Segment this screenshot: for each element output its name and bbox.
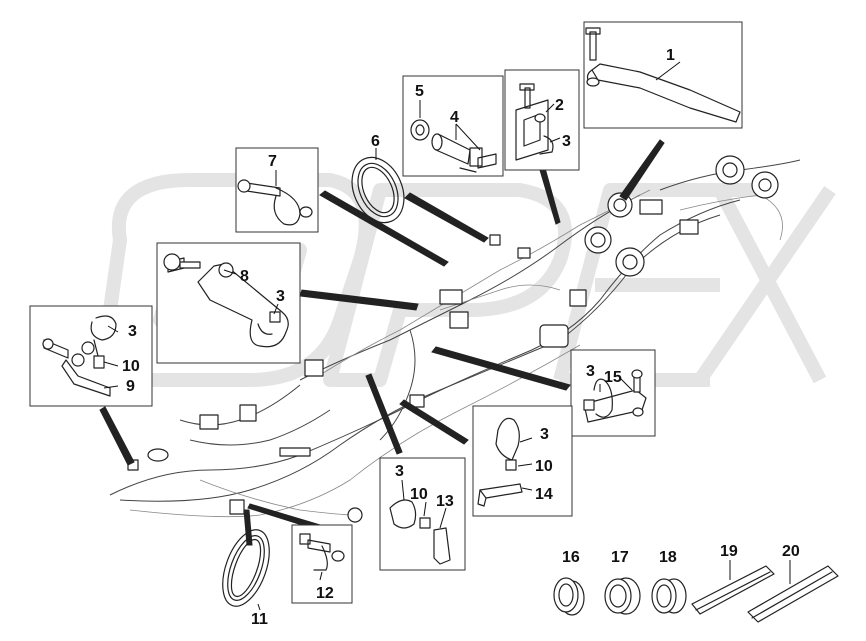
- callout-9: 9: [126, 378, 135, 395]
- callout-3: 3: [395, 463, 404, 480]
- callout-5: 5: [415, 83, 424, 100]
- callout-11: 11: [251, 611, 268, 628]
- callout-12: 12: [316, 585, 334, 602]
- callout-18: 18: [659, 549, 677, 566]
- callout-20: 20: [782, 543, 800, 560]
- detail-box-part-7: [235, 147, 319, 233]
- callout-14: 14: [535, 486, 553, 503]
- callout-labels: 1 2 3 4 5 6 7 8 3 3 10 9 3 15 3 10 14 3 …: [122, 47, 800, 628]
- edge-trim-part-19: [691, 560, 775, 615]
- callout-7: 7: [268, 153, 277, 170]
- callout-3: 3: [562, 133, 571, 150]
- bushing-part-16: [553, 577, 585, 616]
- callout-10: 10: [410, 486, 428, 503]
- pointer-wedges: [99, 139, 665, 546]
- callout-2: 2: [555, 97, 564, 114]
- callout-4: 4: [450, 109, 459, 126]
- callout-13: 13: [436, 493, 454, 510]
- grommet-ring-part-6: [351, 148, 405, 224]
- detail-box-part-1: [583, 21, 743, 129]
- callout-3: 3: [276, 288, 285, 305]
- valve-cluster: [127, 155, 779, 523]
- detail-box-part-12: [291, 524, 353, 604]
- callout-10: 10: [535, 458, 553, 475]
- callout-15: 15: [604, 369, 622, 386]
- edge-trim-part-20: [747, 560, 839, 623]
- detail-box-part-8: [156, 242, 301, 364]
- callout-3: 3: [540, 426, 549, 443]
- callout-1: 1: [666, 47, 675, 64]
- callout-17: 17: [611, 549, 629, 566]
- detail-box-part-9: [29, 305, 153, 407]
- callout-19: 19: [720, 543, 738, 560]
- bushing-part-18: [651, 578, 687, 614]
- callout-3: 3: [586, 363, 595, 380]
- detail-box-part-15: [570, 349, 656, 437]
- callout-8: 8: [240, 268, 249, 285]
- bushing-part-17: [604, 577, 641, 615]
- callout-3: 3: [128, 323, 137, 340]
- detail-box-part-14: [472, 405, 573, 517]
- detail-box-part-2: [504, 69, 580, 171]
- grommet-ring-part-11: [222, 529, 270, 611]
- detail-box-part-13: [379, 457, 466, 571]
- callout-6: 6: [371, 133, 380, 150]
- callout-10: 10: [122, 358, 140, 375]
- detail-box-part-4: [402, 75, 504, 177]
- callout-16: 16: [562, 549, 580, 566]
